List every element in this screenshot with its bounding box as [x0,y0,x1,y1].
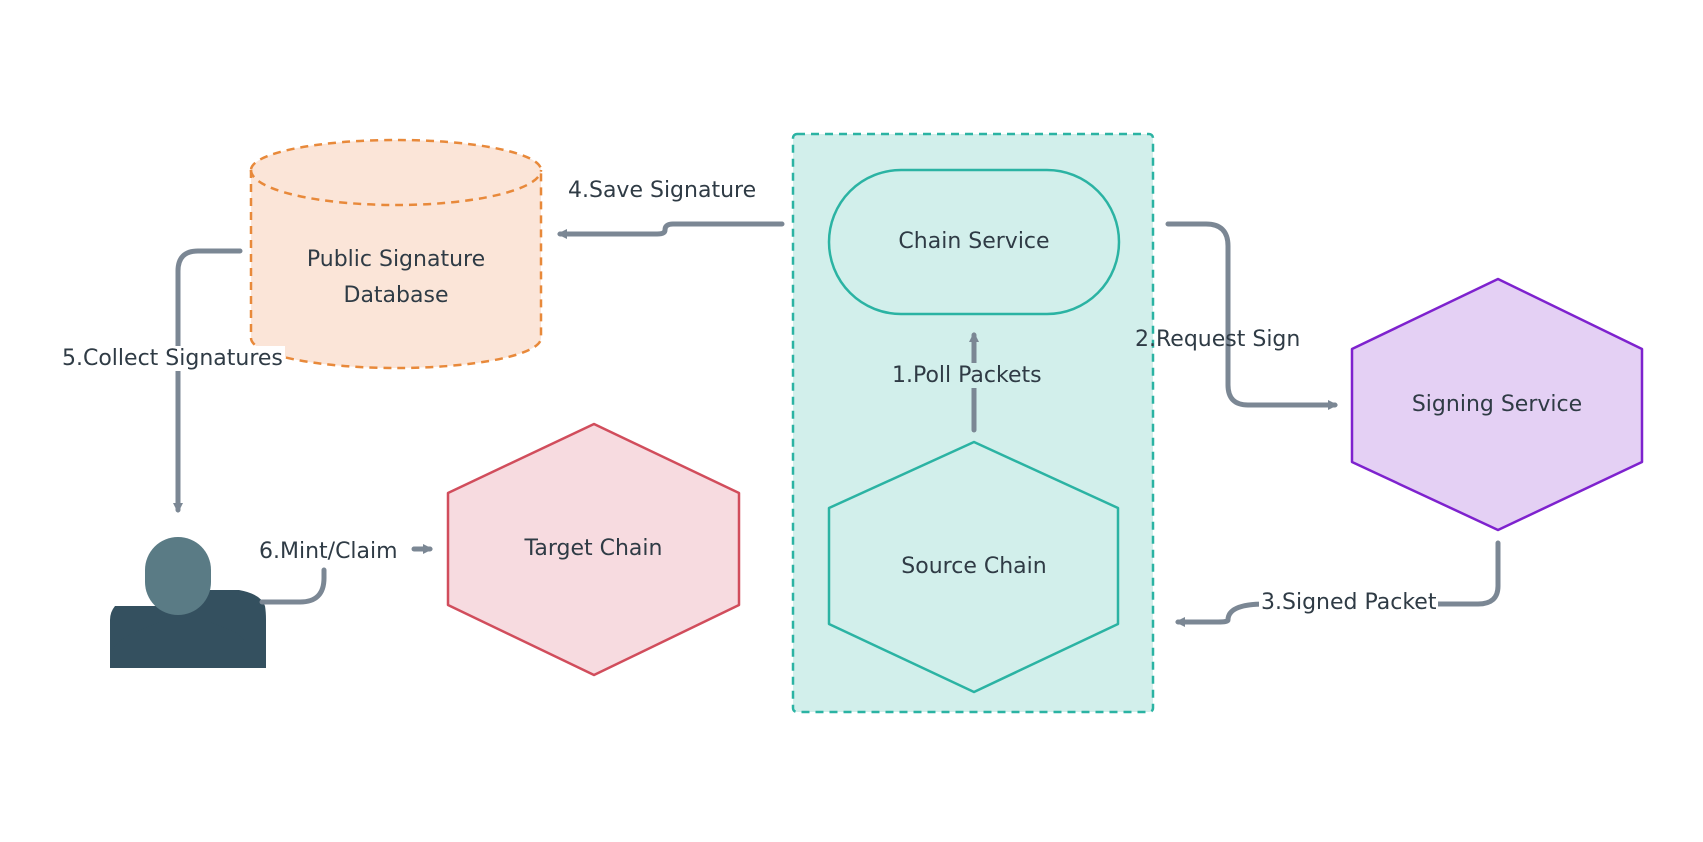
source-chain-label: Source Chain [901,554,1047,579]
edge-signed-packet [1175,540,1501,627]
edge-label-save-signature: 4.Save Signature [566,178,759,203]
edge-label-collect-signatures: 5.Collect Signatures [60,346,285,371]
target-chain-node [446,422,741,677]
signing-service-node [1350,277,1644,532]
edge-request-sign [1165,221,1338,410]
database-label: Public Signature Database [306,247,486,308]
edge-label-mint-claim: 6.Mint/Claim [257,539,400,564]
signing-service-label: Signing Service [1411,392,1583,417]
edge-mint-claim [259,567,327,605]
edge-label-poll-packets: 1.Poll Packets [890,363,1044,388]
edge-collect-signatures [173,248,243,513]
edge-label-signed-packet: 3.Signed Packet [1259,590,1439,615]
chain-service-node [827,168,1121,316]
edge-save-signature [557,221,785,239]
user-icon [110,537,266,668]
edge-label-request-sign: 2.Request Sign [1135,327,1301,352]
database-cylinder [249,138,543,370]
target-chain-label: Target Chain [524,536,663,561]
source-chain-node [827,440,1120,694]
chain-service-label: Chain Service [898,229,1050,254]
